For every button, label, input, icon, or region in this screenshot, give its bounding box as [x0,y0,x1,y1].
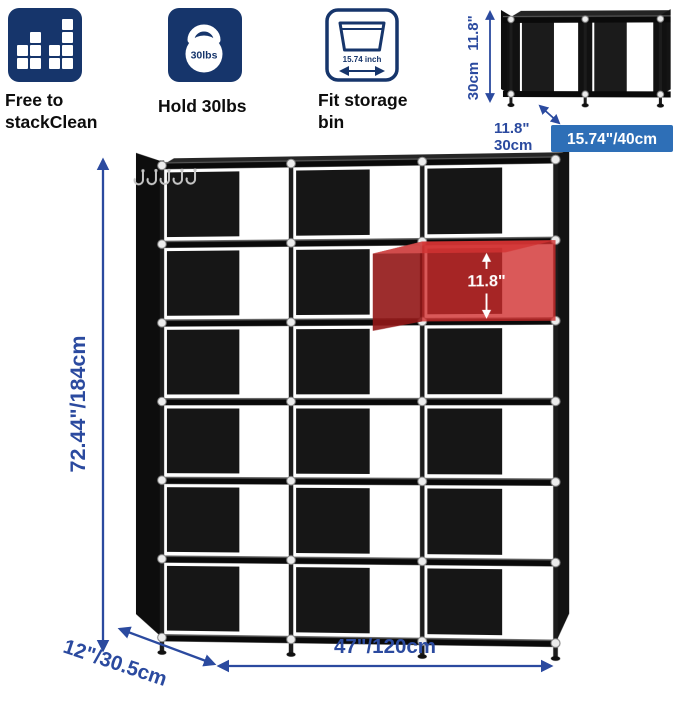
feature-bin-label-line1: Fit storage [318,90,408,110]
main-left-panel [135,152,162,637]
feature-weight-label-line1: Hold 30lbs [158,96,247,116]
bin-size-text: 15.74 inch [343,55,382,64]
kettlebell-icon: 30lbs [168,8,242,82]
kettlebell-handle [187,24,221,44]
storage-bin-icon: 15.74 inch [325,8,399,82]
small-height-label-inch: 11.8" [465,15,482,50]
small-shelf-illustration [500,9,671,108]
stack-icon-squares [17,19,73,69]
feature-stack-label: Free to stackClean [5,90,97,134]
feature-bin-label-line2: bin [318,111,345,132]
highlighted-cube-side [372,241,423,331]
small-height-label-cm: 30cm [465,62,482,100]
kettlebell-body [185,35,223,73]
feature-stack-label-line1: Free to [5,90,64,110]
feature-weight-label: Hold 30lbs [158,96,247,118]
storage-bin-shape [338,21,386,52]
cube-height-label: 11.8" [467,273,505,291]
stack-icon [8,8,82,82]
small-bottom-board [502,91,671,98]
small-top-depth [510,10,671,17]
small-connectors [506,16,664,98]
highlighted-cube-front [422,240,556,322]
highlighted-cube: 11.8" [373,240,556,331]
side-hooks [133,167,196,186]
height-dimension-label: 72.44"/184cm [66,336,90,473]
width-badge-label: 15.74"/40cm [567,131,657,148]
small-top-board [502,15,671,23]
storage-bin-icon-border [325,8,399,82]
feature-bin-label: Fit storage bin [318,90,407,134]
feature-stack-label-line2: stackClean [5,111,98,132]
main-shelf-illustration: 11.8" [128,141,579,676]
kettlebell-weight-text: 30lbs [191,50,218,62]
